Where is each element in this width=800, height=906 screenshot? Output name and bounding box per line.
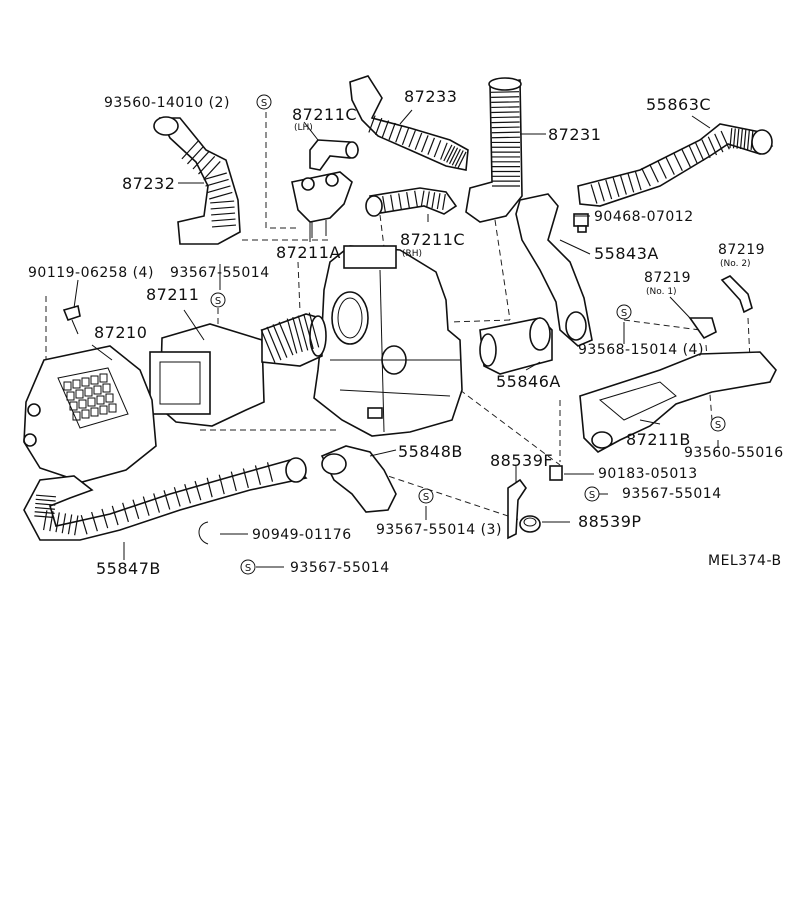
label-90119-06258: 90119-06258 (4) [28, 265, 154, 281]
label-93567-55014-d: 93567-55014 [290, 560, 390, 576]
label-93567-55014-c: 93567-55014 (3) [376, 522, 502, 538]
label-55848B: 55848B [398, 442, 463, 461]
blower-87211 [149, 312, 327, 427]
label-55843A: 55843A [594, 244, 659, 263]
label-87219-no2-sub: (No. 2) [720, 259, 751, 269]
label-88539F: 88539F [490, 451, 553, 470]
label-87211C-lh: 87211C [292, 105, 357, 124]
elbow-55848B [320, 445, 397, 513]
label-87231: 87231 [548, 125, 601, 144]
clip-90468 [573, 213, 589, 233]
svg-text:S: S [589, 490, 595, 501]
label-87211C-rh-sub: (RH) [402, 249, 422, 259]
label-55863C: 55863C [646, 95, 711, 114]
s-symbol-icon: S [210, 292, 226, 308]
label-93568-15014: 93568-15014 (4) [578, 342, 704, 358]
s-symbols: S S S S S S S [210, 94, 726, 575]
hose-55863C [577, 123, 774, 207]
fitting-87211C-LH [309, 139, 360, 171]
duct-87211B [579, 351, 777, 453]
label-87210: 87210 [94, 323, 147, 342]
s-symbol-icon: S [240, 559, 256, 575]
label-93560-55016: 93560-55016 [684, 445, 784, 461]
clip-90183 [549, 465, 563, 481]
leader-lines [73, 109, 719, 568]
svg-text:S: S [215, 296, 221, 307]
label-87211: 87211 [146, 285, 199, 304]
duct-55843A [515, 193, 593, 347]
svg-text:S: S [245, 563, 251, 574]
svg-text:S: S [423, 492, 429, 503]
clamp-90949 [198, 521, 209, 545]
fitting-87211A [291, 171, 353, 238]
hose-87211C-RH [365, 187, 458, 217]
hose-88539F [507, 478, 527, 540]
part-labels: 93560-14010 (2) 87211C (LH) 87233 87231 … [28, 87, 784, 578]
label-87211C-lh-sub: (LH) [294, 123, 313, 133]
label-87211A: 87211A [276, 243, 341, 262]
svg-text:S: S [621, 308, 627, 319]
bolt-90119 [62, 304, 81, 335]
label-90468-07012: 90468-07012 [594, 209, 694, 225]
label-87219-no1: 87219 [644, 270, 691, 286]
unit-87210 [23, 345, 157, 483]
label-93567-55014-a: 93567-55014 [170, 265, 270, 281]
svg-text:S: S [715, 420, 721, 431]
grommet-88539P [519, 515, 541, 533]
label-87219-no2: 87219 [718, 242, 765, 258]
label-93567-55014-b: 93567-55014 [622, 486, 722, 502]
s-symbol-icon: S [584, 486, 600, 502]
s-symbol-icon: S [710, 416, 726, 432]
heater-housing [313, 245, 463, 437]
s-symbol-icon: S [418, 488, 434, 504]
bracket-87219-no2 [720, 275, 753, 314]
label-87232: 87232 [122, 174, 175, 193]
label-93560-14010: 93560-14010 (2) [104, 95, 230, 111]
svg-text:S: S [261, 98, 267, 109]
label-90183-05013: 90183-05013 [598, 466, 698, 482]
label-55847B: 55847B [96, 559, 161, 578]
label-87211C-rh: 87211C [400, 230, 465, 249]
label-87219-no1-sub: (No. 1) [646, 287, 677, 297]
hose-87231 [465, 77, 523, 223]
duct-87232 [153, 116, 241, 245]
hose-55847B [23, 457, 308, 541]
filter-55846A [479, 317, 553, 375]
duct-87233 [349, 75, 469, 171]
label-90949-01176: 90949-01176 [252, 527, 352, 543]
label-55846A: 55846A [496, 372, 561, 391]
label-87211B: 87211B [626, 430, 691, 449]
bracket-87219-no1 [688, 317, 717, 340]
s-symbol-icon: S [256, 94, 272, 110]
s-symbol-icon: S [616, 304, 632, 320]
label-87233: 87233 [404, 87, 457, 106]
reference-code: MEL374-B [708, 553, 782, 569]
label-88539P: 88539P [578, 512, 642, 531]
